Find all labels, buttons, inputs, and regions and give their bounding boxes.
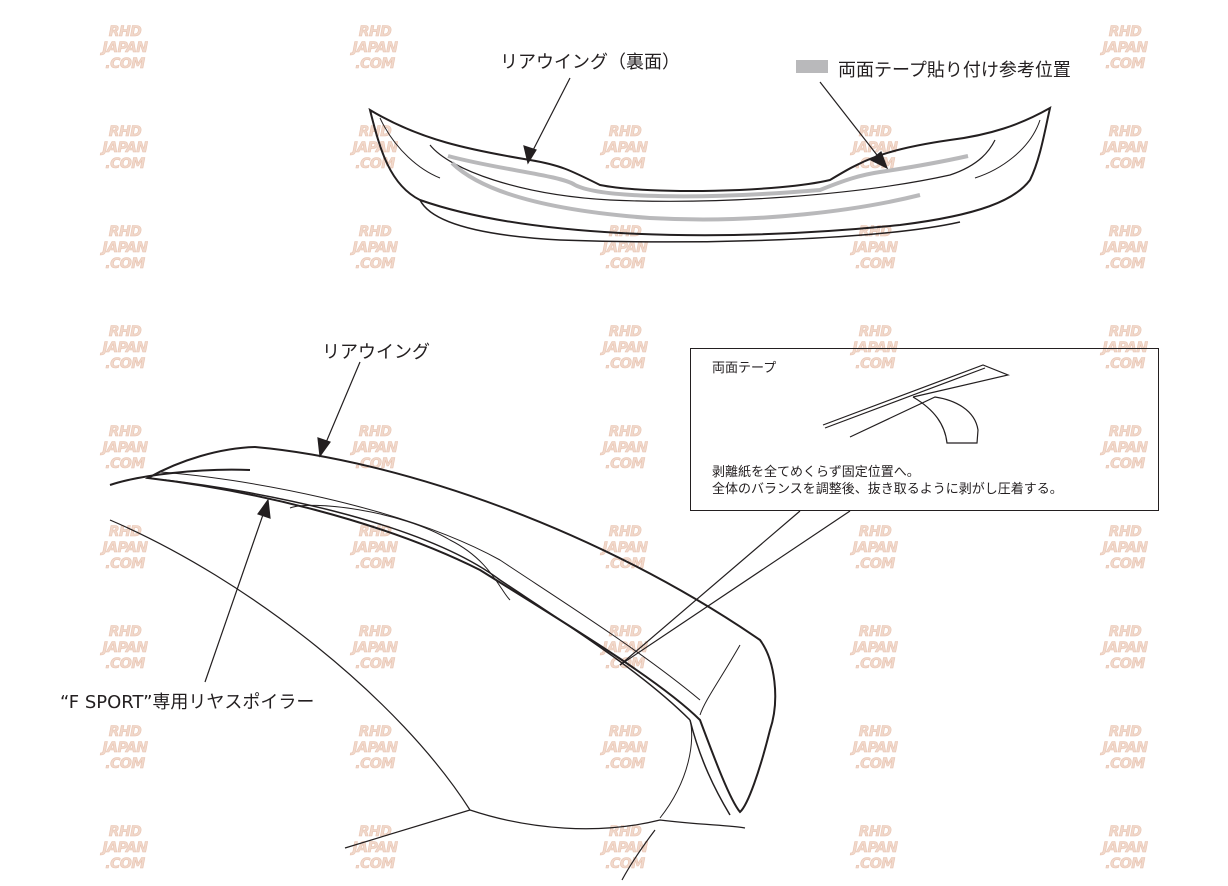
tape-position-line xyxy=(447,154,969,222)
f-sport-spoiler-label: “F SPORT”専用リヤスポイラー xyxy=(60,692,315,713)
car-with-spoiler-drawing xyxy=(109,445,777,881)
double-sided-tape-drawing xyxy=(822,364,1010,444)
leader-lines xyxy=(204,77,889,683)
inset-instruction-line1: 剥離紙を全てめくらず固定位置へ。 xyxy=(712,465,920,480)
rear-wing-label: リアウイング xyxy=(322,342,430,363)
tape-legend-swatch xyxy=(796,60,828,73)
rear-wing-underside-label: リアウイング（裏面） xyxy=(500,52,680,73)
inset-instruction-line2: 全体のバランスを調整後、抜き取るように剥がし圧着する。 xyxy=(712,482,1063,497)
tape-position-legend-label: 両面テープ貼り付け参考位置 xyxy=(838,60,1071,81)
inset-title: 両面テープ xyxy=(712,361,777,376)
tape-instruction-inset xyxy=(690,348,1159,511)
wing-underside-drawing xyxy=(368,106,1052,243)
